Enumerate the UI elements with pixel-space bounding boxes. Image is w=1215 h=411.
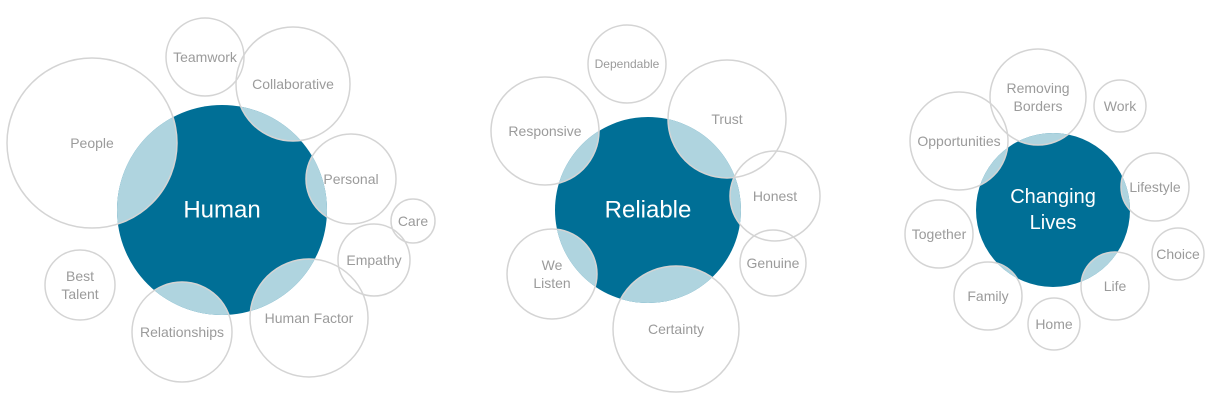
bubble-label-relationships: Relationships: [140, 324, 224, 340]
bubble-label-best-talent-line: Best: [66, 268, 94, 284]
bubble-empathy: [337, 223, 411, 297]
bubble-label-human-factor-line: Human Factor: [265, 310, 354, 326]
bubble-label-lifestyle: Lifestyle: [1129, 179, 1181, 195]
bubble-honest: [729, 150, 821, 242]
overlap-people: [117, 105, 177, 228]
bubble-label-personal-line: Personal: [323, 171, 378, 187]
bubble-work: [1093, 79, 1147, 133]
bubble-label-relationships-line: Relationships: [140, 324, 224, 340]
bubble-label-work: Work: [1104, 98, 1137, 114]
bubble-label-home: Home: [1035, 316, 1073, 332]
core-label-changing-lives-line: Lives: [1030, 212, 1077, 234]
bubble-label-care-line: Care: [398, 213, 429, 229]
bubble-family: [953, 261, 1023, 331]
overlap-human-factor: [250, 259, 327, 315]
bubble-relationships: [131, 281, 233, 383]
bubble-label-certainty: Certainty: [648, 321, 704, 337]
bubble-certainty: [612, 265, 740, 393]
bubble-label-teamwork: Teamwork: [173, 49, 238, 65]
bubble-label-work-line: Work: [1104, 98, 1137, 114]
bubble-label-responsive-line: Responsive: [508, 123, 581, 139]
bubble-label-honest-line: Honest: [753, 188, 797, 204]
bubble-collaborative: [235, 26, 351, 142]
cluster-human: People TeamworkCollaborativePersonalCareE…: [6, 17, 436, 383]
bubble-home: [1027, 297, 1081, 351]
bubble-label-home-line: Home: [1035, 316, 1073, 332]
bubble-label-family: Family: [967, 288, 1008, 304]
bubble-label-genuine: Genuine: [747, 255, 800, 271]
bubble-label-genuine-line: Genuine: [747, 255, 800, 271]
bubble-label-certainty-line: Certainty: [648, 321, 704, 337]
bubble-teamwork: [165, 17, 245, 97]
bubble-label-dependable-line: Dependable: [595, 57, 660, 71]
bubble-label-choice-line: Choice: [1156, 246, 1200, 262]
bubble-label-removing-borders-line: Borders: [1013, 98, 1062, 114]
bubble-trust: [667, 59, 787, 179]
bubble-people: [6, 57, 178, 229]
bubble-label-best-talent-line: Talent: [61, 286, 98, 302]
bubble-dependable: [587, 24, 667, 104]
bubble-responsive: [490, 76, 600, 186]
bubble-label-life: Life: [1104, 278, 1127, 294]
bubble-label-together: Together: [912, 226, 967, 242]
bubble-label-responsive: Responsive: [508, 123, 581, 139]
bubble-life: [1080, 251, 1150, 321]
bubble-lifestyle: [1120, 152, 1190, 222]
bubble-label-opportunities-line: Opportunities: [917, 133, 1000, 149]
bubble-label-people-line: People: [70, 135, 114, 151]
bubble-human-factor: [249, 258, 369, 378]
overlap-responsive: [555, 117, 599, 185]
core-label-reliable: Reliable: [605, 197, 692, 224]
bubble-label-trust-line: Trust: [711, 111, 742, 127]
bubble-care: [390, 198, 436, 244]
bubble-label-empathy: Empathy: [346, 252, 401, 268]
bubble-label-people: People: [70, 135, 114, 151]
core-label-reliable-line: Reliable: [605, 197, 692, 224]
bubble-opportunities: [909, 91, 1009, 191]
bubble-label-honest: Honest: [753, 188, 797, 204]
bubble-label-lifestyle-line: Lifestyle: [1129, 179, 1181, 195]
bubble-label-opportunities: Opportunities: [917, 133, 1000, 149]
core-label-human: Human: [183, 197, 260, 224]
bubble-label-empathy-line: Empathy: [346, 252, 401, 268]
bubble-best-talent: [44, 249, 116, 321]
bubble-label-family-line: Family: [967, 288, 1008, 304]
bubble-personal: [305, 133, 397, 225]
bubble-genuine: [739, 229, 807, 297]
bubble-label-human-factor: Human Factor: [265, 310, 354, 326]
bubble-label-together-line: Together: [912, 226, 967, 242]
bubble-we-listen: [506, 228, 598, 320]
bubble-choice: [1151, 227, 1205, 281]
bubble-label-we-listen-line: We: [542, 257, 563, 273]
bubble-label-collaborative: Collaborative: [252, 76, 334, 92]
bubble-label-teamwork-line: Teamwork: [173, 49, 238, 65]
bubble-removing-borders: [989, 48, 1087, 146]
bubble-label-care: Care: [398, 213, 429, 229]
core-label-human-line: Human: [183, 197, 260, 224]
bubble-label-trust: Trust: [711, 111, 742, 127]
bubble-label-we-listen-line: Listen: [533, 275, 570, 291]
bubble-label-life-line: Life: [1104, 278, 1127, 294]
core-circle-changing-lives: [976, 133, 1130, 287]
bubble-label-dependable: Dependable: [595, 57, 660, 71]
bubble-label-personal: Personal: [323, 171, 378, 187]
bubble-together: [904, 199, 974, 269]
core-label-changing-lives-line: Changing: [1010, 186, 1096, 208]
bubble-label-removing-borders-line: Removing: [1006, 80, 1069, 96]
bubble-label-collaborative-line: Collaborative: [252, 76, 334, 92]
bubble-label-choice: Choice: [1156, 246, 1200, 262]
